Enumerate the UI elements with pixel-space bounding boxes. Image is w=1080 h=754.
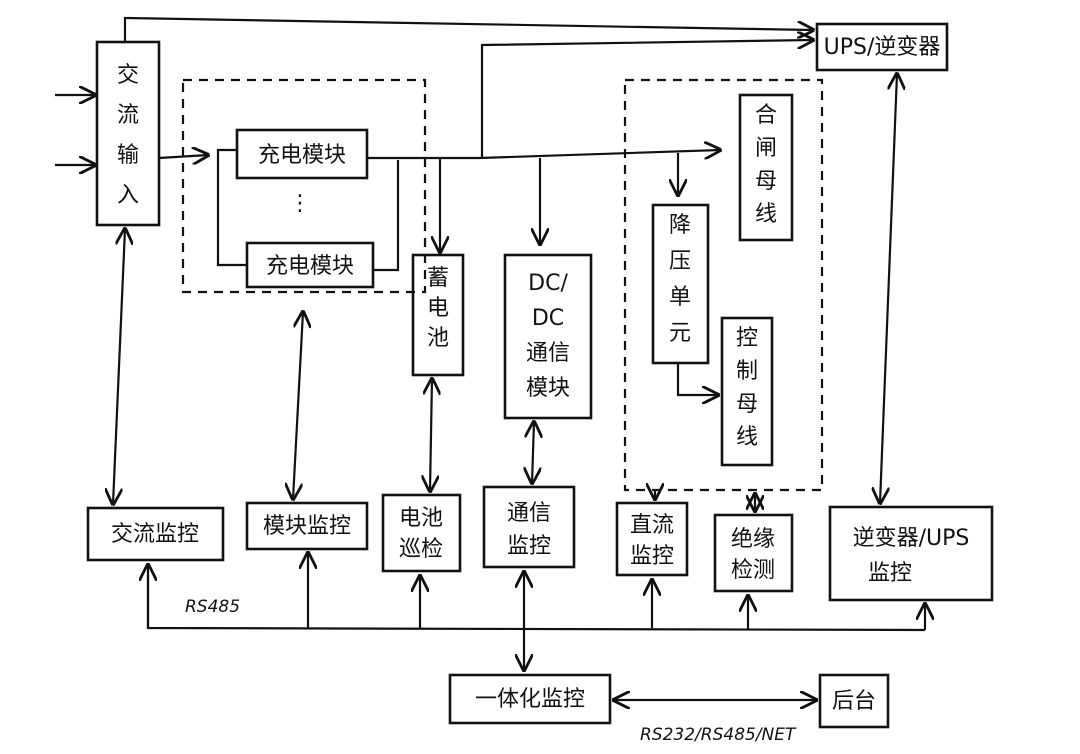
vertical-char: 合 [755, 103, 777, 128]
ac-to-ups-line [123, 16, 813, 42]
charge-module-ellipsis: ⋮ [289, 191, 311, 216]
ups-monitor-link [880, 74, 897, 503]
closing-bus-label: 合闸母线 [755, 103, 777, 227]
vertical-char: 母 [755, 169, 777, 194]
vertical-char: 闸 [755, 136, 777, 161]
dcdc-line-2: DC [532, 306, 564, 331]
dcdc-line-1: DC/ [528, 271, 568, 296]
backend-label: 后台 [832, 689, 876, 714]
module-monitor-box [245, 501, 369, 551]
ac-to-charge-arrow [158, 155, 208, 158]
vertical-char: 单 [669, 285, 691, 310]
main-dc-bus [367, 150, 720, 158]
vertical-char: 入 [117, 183, 139, 208]
ups-inverter-box [815, 22, 949, 72]
ac-monitor-label: 交流监控 [111, 522, 199, 547]
inverter-ups-monitor-line-1: 逆变器/UPS [853, 526, 970, 551]
protocols-label: RS232/RS485/NET [640, 725, 797, 745]
charge-module-label-top: 充电模块 [258, 143, 346, 168]
backend-box [818, 673, 890, 729]
stepdown-to-control-arrow [676, 363, 718, 395]
vertical-char: 池 [427, 326, 449, 351]
control-bus-label: 控制母线 [736, 326, 758, 450]
dcdc-line-4: 模块 [526, 376, 570, 401]
insulation-detect-line-2: 检测 [731, 558, 775, 583]
battery-inspect-line-1: 电池 [399, 506, 443, 531]
dcdc-comm-monitor-link [532, 422, 534, 483]
battery-label: 蓄电池 [427, 266, 449, 351]
module-monitor-label: 模块监控 [263, 514, 351, 539]
integrated-monitor-label: 一体化监控 [475, 687, 585, 712]
bus-to-ups-line [480, 40, 813, 158]
ac-monitor-box [86, 506, 225, 562]
bus-group-outline [623, 78, 824, 492]
vertical-char: 交 [117, 63, 139, 88]
charge-module-left-link [216, 148, 247, 267]
charge-module-label-bottom: 充电模块 [266, 254, 354, 279]
insulation-detect-box [713, 513, 794, 593]
comm-monitor-line-1: 通信 [507, 501, 551, 526]
charge-module-monitor-link [293, 312, 303, 499]
charge-module-right-link [373, 160, 400, 272]
charge-module-box-top [235, 128, 369, 180]
ac-input-box [95, 40, 161, 227]
ups-inverter-label: UPS/逆变器 [824, 35, 941, 60]
vertical-char: 压 [669, 249, 691, 274]
dc-monitor-line-1: 直流 [630, 513, 674, 538]
vertical-char: 线 [755, 202, 777, 227]
vertical-char: 控 [736, 326, 758, 351]
step-down-label: 降压单元 [669, 213, 691, 346]
battery-inspect-box [381, 493, 462, 573]
vertical-char: 母 [736, 392, 758, 417]
closing-bus-box [738, 93, 794, 242]
battery-inspect-link [430, 379, 432, 491]
dc-monitor-box [615, 501, 689, 577]
rs485-bus [146, 575, 926, 632]
rs485-label: RS485 [185, 597, 240, 617]
vertical-char: 元 [669, 321, 691, 346]
comm-monitor-line-2: 监控 [507, 534, 551, 559]
vertical-char: 线 [736, 425, 758, 450]
comm-monitor-box [482, 485, 576, 569]
insulation-detect-line-1: 绝缘 [731, 527, 775, 552]
vertical-char: 蓄 [427, 266, 449, 291]
ac-input-monitor-link [113, 229, 125, 504]
integrated-monitor-box [448, 673, 612, 725]
battery-inspect-line-2: 巡检 [399, 537, 443, 562]
battery-box [411, 253, 465, 377]
control-bus-box [720, 316, 774, 467]
dcdc-comm-module-box [503, 253, 593, 420]
vertical-char: 电 [427, 296, 449, 321]
charging-group-outline [181, 78, 427, 294]
vertical-char: 流 [117, 103, 139, 128]
step-down-unit-box [651, 203, 710, 365]
inverter-ups-monitor-box [828, 505, 994, 602]
vertical-char: 输 [117, 143, 139, 168]
inverter-ups-monitor-line-2: 监控 [868, 561, 912, 586]
ac-input-label: 交流输入 [117, 63, 139, 208]
vertical-char: 降 [669, 213, 691, 238]
vertical-char: 制 [736, 359, 758, 384]
dc-monitor-line-2: 监控 [630, 544, 674, 569]
dcdc-line-3: 通信 [526, 341, 570, 366]
